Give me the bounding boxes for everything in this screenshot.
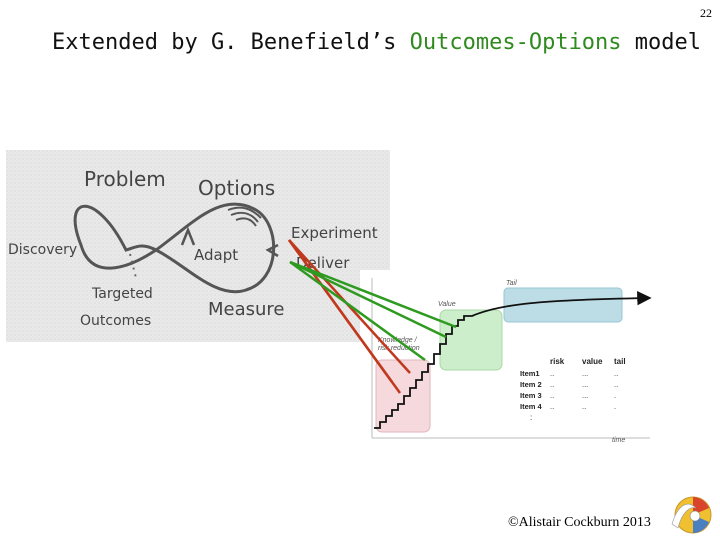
label-outcomes: Outcomes	[80, 313, 151, 329]
table-row-value: ...	[582, 369, 588, 378]
table-row-value: ..	[582, 402, 586, 411]
outcomes-options-sketch: Problem Options Discovery Adapt Experime…	[6, 150, 390, 342]
label-problem: Problem	[84, 167, 166, 191]
table-row-risk: ..	[550, 380, 554, 389]
label-targeted: Targeted	[91, 286, 153, 302]
label-options: Options	[198, 176, 275, 200]
table-row-item: Item 4	[520, 402, 543, 411]
title-prefix: Extended by G. Benefield’s	[52, 30, 410, 55]
table-row-risk: ..	[550, 402, 554, 411]
time-label: time	[612, 437, 625, 444]
label-measure: Measure	[208, 299, 285, 320]
value-zone	[440, 310, 502, 370]
author-logo	[668, 494, 714, 536]
knowledge-label-1: Knowledge /	[378, 337, 418, 344]
value-label: Value	[438, 301, 456, 308]
table-more: :	[530, 413, 532, 422]
table-row-value: ...	[582, 391, 588, 400]
table-row-tail: .	[614, 391, 616, 400]
tail-label: Tail	[506, 280, 517, 287]
table-header-tail: tail	[614, 357, 626, 366]
title-highlight: Outcomes-Options	[410, 30, 622, 55]
value-curve-chart: Tail Value Knowledge / risk reduction ti…	[360, 270, 660, 450]
table-row-risk: ..	[550, 369, 554, 378]
slide-number: 22	[700, 6, 712, 21]
table-header-risk: risk	[550, 357, 565, 366]
label-deliver: Deliver	[296, 254, 350, 272]
logo-center	[690, 511, 700, 521]
table-row-item: Item 2	[520, 380, 542, 389]
knowledge-label-2: risk reduction	[378, 345, 420, 352]
table-header-value: value	[582, 357, 603, 366]
title-suffix: model	[622, 30, 701, 55]
table-row-tail: ..	[614, 380, 618, 389]
table-row-risk: ..	[550, 391, 554, 400]
label-adapt: Adapt	[194, 246, 238, 264]
label-experiment: Experiment	[291, 224, 378, 242]
table-row-tail: ..	[614, 369, 618, 378]
table-row-item: Item 3	[520, 391, 542, 400]
label-discovery: Discovery	[8, 242, 77, 258]
table-row-item: Item1	[520, 369, 540, 378]
table-row-value: ...	[582, 380, 588, 389]
copyright-text: ©Alistair Cockburn 2013	[508, 515, 651, 531]
table-row-tail: .	[614, 402, 616, 411]
slide-title: Extended by G. Benefield’s Outcomes-Opti…	[52, 30, 701, 55]
